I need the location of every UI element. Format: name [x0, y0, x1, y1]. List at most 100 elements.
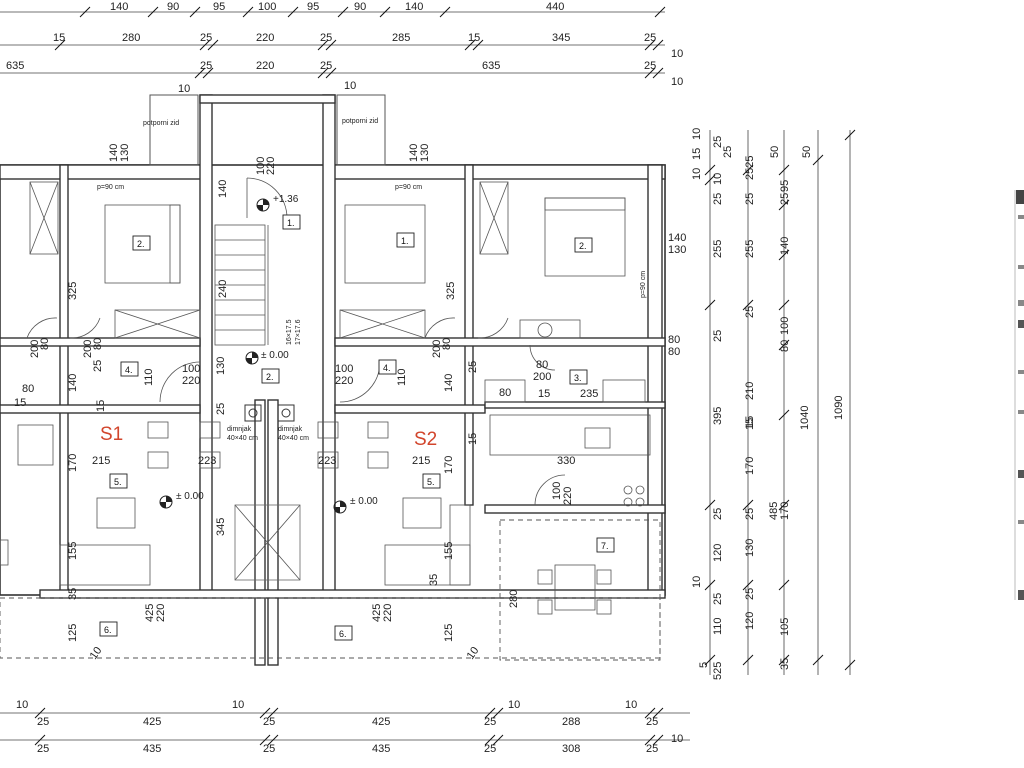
top-dimension-chains: 140 90 95 100 95 90 140 440 15 280 25 22… — [0, 1, 683, 95]
inner-dim: 130 — [419, 144, 431, 162]
top-dim: 95 — [307, 1, 319, 13]
right-dim: 525 — [712, 662, 724, 680]
inner-dim: 220 — [562, 487, 574, 505]
inner-dim: 130 — [119, 144, 131, 162]
right-dim: 1040 — [799, 406, 811, 430]
room-number: 4. — [383, 363, 391, 373]
inner-dim: 15 — [95, 400, 107, 412]
inner-dim: 10 — [465, 645, 482, 662]
inner-dim: 15 — [14, 397, 26, 409]
inner-dim: 235 — [580, 388, 598, 400]
inner-dim: 125 — [443, 624, 455, 642]
right-dim: 25 — [712, 193, 724, 205]
bottom-dim: 25 — [646, 716, 658, 728]
right-dim: 95 — [779, 180, 791, 192]
bottom-dim: 25 — [263, 743, 275, 755]
top-dim: 10 — [178, 83, 190, 95]
inner-dim: 200 — [533, 371, 551, 383]
level-marker: ± 0.00 — [159, 491, 204, 509]
right-dim: 10 — [691, 128, 703, 140]
bottom-dim: 25 — [263, 716, 275, 728]
top-dim: 220 — [256, 32, 274, 44]
inner-dim: 170 — [67, 454, 79, 472]
inner-dim: 100 — [182, 363, 200, 375]
inner-dim: 155 — [443, 542, 455, 560]
level-label: ± 0.00 — [350, 496, 378, 507]
right-dim: 2525 — [744, 156, 756, 180]
bottom-dim: 10 — [508, 699, 520, 711]
right-dim: 25 — [712, 136, 724, 148]
right-dim: 25 — [712, 330, 724, 342]
inner-dim: 125 — [67, 624, 79, 642]
inner-dim: 220 — [155, 604, 167, 622]
right-dim: 170 — [744, 457, 756, 475]
right-dim: 25 — [744, 193, 756, 205]
right-dim: 25 — [779, 193, 791, 205]
room-number: 1. — [287, 218, 295, 228]
inner-dim: 25 — [467, 361, 479, 373]
right-dim: 10 — [691, 168, 703, 180]
chimney-label: dimnjak — [227, 426, 252, 433]
room-number: 6. — [339, 629, 347, 639]
right-dim: 105 — [779, 618, 791, 636]
right-dim: 170 — [779, 502, 791, 520]
inner-dim: 25 — [215, 403, 227, 415]
inner-dim: 325 — [67, 282, 79, 300]
right-dim: 50 — [801, 146, 813, 158]
window-sill-label: p=90 cm — [640, 271, 647, 298]
top-dim: 285 — [392, 32, 410, 44]
right-dim: 25 — [744, 508, 756, 520]
room-number: 2. — [137, 239, 145, 249]
inner-dim: 425 — [144, 604, 156, 622]
top-dim: 220 — [256, 60, 274, 72]
bottom-dim: 425 — [143, 716, 161, 728]
inner-dim: 80 — [39, 338, 51, 350]
room-number: 6. — [104, 625, 112, 635]
inner-dim: 345 — [215, 518, 227, 536]
room-number: 5. — [427, 477, 435, 487]
top-dim: 440 — [546, 1, 564, 13]
inner-dim: 140 — [443, 374, 455, 392]
inner-dim: 80 — [499, 387, 511, 399]
inner-dim: 130 — [215, 357, 227, 375]
top-dim: 25 — [644, 60, 656, 72]
bottom-dim: 10 — [625, 699, 637, 711]
right-dim: 25 — [712, 508, 724, 520]
inner-dim: 140 — [217, 180, 229, 198]
right-dim: 100 — [779, 317, 791, 335]
top-dim: 10 — [671, 48, 683, 60]
top-dim: 280 — [122, 32, 140, 44]
top-dim: 15 — [468, 32, 480, 44]
right-dim: 210 — [744, 382, 756, 400]
top-dim: 10 — [344, 80, 356, 92]
retaining-wall-label: potporni zid — [342, 118, 378, 125]
top-dim: 25 — [320, 32, 332, 44]
bottom-dim: 25 — [484, 716, 496, 728]
right-dim: 130 — [744, 539, 756, 557]
room-number: 4. — [125, 365, 133, 375]
top-dim: 10 — [671, 76, 683, 88]
top-dim: 15 — [53, 32, 65, 44]
inner-dim: 35 — [428, 574, 440, 586]
right-dim: 485 — [768, 502, 780, 520]
furniture — [0, 177, 651, 615]
right-dim: 255 — [744, 240, 756, 258]
unit-label-s1: S1 — [100, 424, 123, 445]
inner-dim: 80 — [441, 338, 453, 350]
inner-dim: 140 — [67, 374, 79, 392]
bottom-dim: 435 — [372, 743, 390, 755]
right-dimension-chains: 10 15 25 255 25 395 485 1040 10 25 25 10… — [691, 128, 856, 680]
inner-dim: 215 — [412, 455, 430, 467]
room-number: 2. — [266, 372, 274, 382]
chimney-size-label: 40×40 cm — [278, 435, 309, 442]
top-dim: 95 — [213, 1, 225, 13]
right-dim: 15 — [744, 416, 756, 428]
bottom-dim: 308 — [562, 743, 580, 755]
top-dim: 90 — [354, 1, 366, 13]
inner-dim: 140 — [108, 144, 120, 162]
inner-dim: 223 — [198, 455, 216, 467]
bottom-dimension-chains: 10 25 425 10 25 425 25 10 288 10 25 25 4… — [16, 699, 683, 755]
inner-dim: 170 — [443, 456, 455, 474]
inner-dim: 330 — [557, 455, 575, 467]
retaining-wall-label: potporni zid — [143, 120, 179, 127]
